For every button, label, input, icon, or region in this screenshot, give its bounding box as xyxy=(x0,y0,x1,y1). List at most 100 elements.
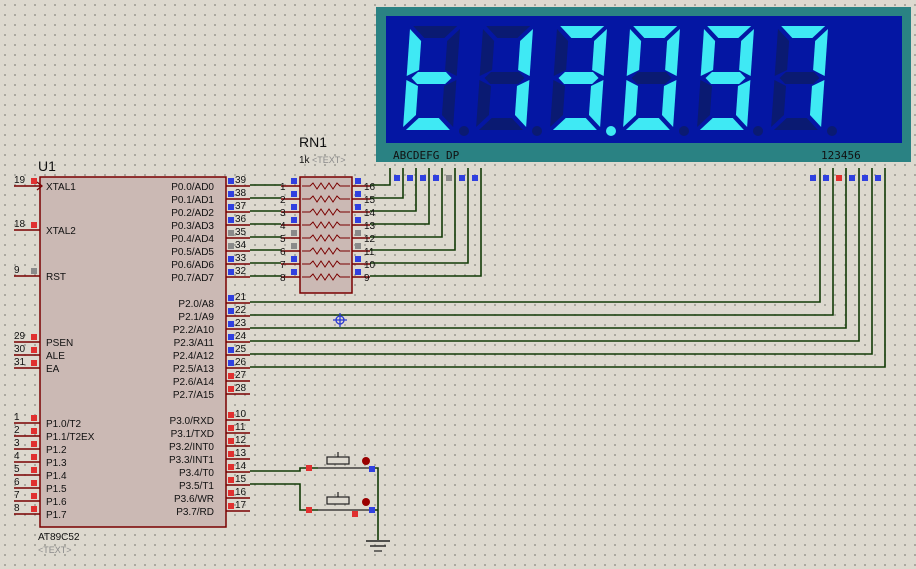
push-button-1[interactable] xyxy=(306,452,375,472)
pin-number: 33 xyxy=(235,253,247,264)
mcu-text-placeholder: <TEXT> xyxy=(38,545,72,555)
pin-label: P1.1/T2EX xyxy=(46,432,95,443)
pin-number: 14 xyxy=(364,208,376,219)
pin-label: P0.6/AD6 xyxy=(171,260,214,271)
decimal-point xyxy=(753,126,763,136)
display-digit-pins xyxy=(810,175,881,181)
pin-number: 37 xyxy=(235,201,247,212)
mcu-pin-5[interactable]: 5P1.4 xyxy=(14,464,67,482)
pin-number: 4 xyxy=(280,221,286,232)
pin-label: P2.2/A10 xyxy=(173,325,215,336)
rn-text-placeholder: <TEXT> xyxy=(312,155,346,165)
pin-number: 11 xyxy=(235,422,246,433)
pin-label: P0.5/AD5 xyxy=(171,247,214,258)
pin-number: 27 xyxy=(235,370,247,381)
pin-label: P3.4/T0 xyxy=(179,468,214,479)
rn-ref-label: RN1 xyxy=(299,134,327,150)
mcu-u1[interactable]: U1 19XTAL118XTAL29RST29PSEN30ALE31EA1P1.… xyxy=(14,158,250,555)
pin-number: 32 xyxy=(235,266,247,277)
pin-number: 16 xyxy=(364,182,376,193)
mcu-pin-2[interactable]: 2P1.1/T2EX xyxy=(14,425,95,443)
clock-input-marker xyxy=(36,181,44,191)
pin-label: XTAL1 xyxy=(46,182,76,193)
mcu-pin-4[interactable]: 4P1.3 xyxy=(14,451,67,469)
seven-segment-display[interactable]: ABCDEFG DP 123456 xyxy=(376,7,911,181)
pin-label: P2.0/A8 xyxy=(178,299,214,310)
pin-label: P1.2 xyxy=(46,445,67,456)
pin-number: 5 xyxy=(14,464,20,475)
mcu-pin-3[interactable]: 3P1.2 xyxy=(14,438,67,456)
pin-label: P0.3/AD3 xyxy=(171,221,214,232)
digit-6 xyxy=(771,26,837,136)
pin-number: 12 xyxy=(364,234,376,245)
rn-value-label: 1k xyxy=(299,155,311,166)
pin-number: 26 xyxy=(235,357,247,368)
pin-number: 9 xyxy=(364,273,370,284)
mcu-body xyxy=(39,176,227,528)
pin-label: P3.1/TXD xyxy=(171,429,214,440)
pin-number: 13 xyxy=(235,448,247,459)
pin-number: 8 xyxy=(14,503,20,514)
pin-number: 21 xyxy=(235,292,247,303)
crosshair-icon[interactable] xyxy=(333,313,347,327)
mcu-ref-label: U1 xyxy=(38,158,56,174)
pin-number: 28 xyxy=(235,383,247,394)
pin-number: 18 xyxy=(14,219,26,230)
pin-label: PSEN xyxy=(46,338,73,349)
mcu-pin-7[interactable]: 7P1.6 xyxy=(14,490,67,508)
pin-label: P0.2/AD2 xyxy=(171,208,214,219)
pin-number: 2 xyxy=(280,195,286,206)
push-button-2[interactable] xyxy=(306,492,375,517)
pin-number: 6 xyxy=(14,477,20,488)
pin-label: P0.0/AD0 xyxy=(171,182,214,193)
decimal-point xyxy=(532,126,542,136)
pin-label: P3.5/T1 xyxy=(179,481,214,492)
rn-body xyxy=(299,176,353,294)
mcu-pin-1[interactable]: 1P1.0/T2 xyxy=(14,412,81,430)
pin-label: P1.3 xyxy=(46,458,67,469)
pin-number: 1 xyxy=(14,412,20,423)
mcu-pin-6[interactable]: 6P1.5 xyxy=(14,477,67,495)
pin-number: 36 xyxy=(235,214,247,225)
display-digits xyxy=(403,26,837,136)
pin-number: 24 xyxy=(235,331,247,342)
pin-label: RST xyxy=(46,272,66,283)
mcu-pin-8[interactable]: 8P1.7 xyxy=(14,503,67,521)
pin-label: P2.6/A14 xyxy=(173,377,215,388)
pin-number: 15 xyxy=(235,474,247,485)
